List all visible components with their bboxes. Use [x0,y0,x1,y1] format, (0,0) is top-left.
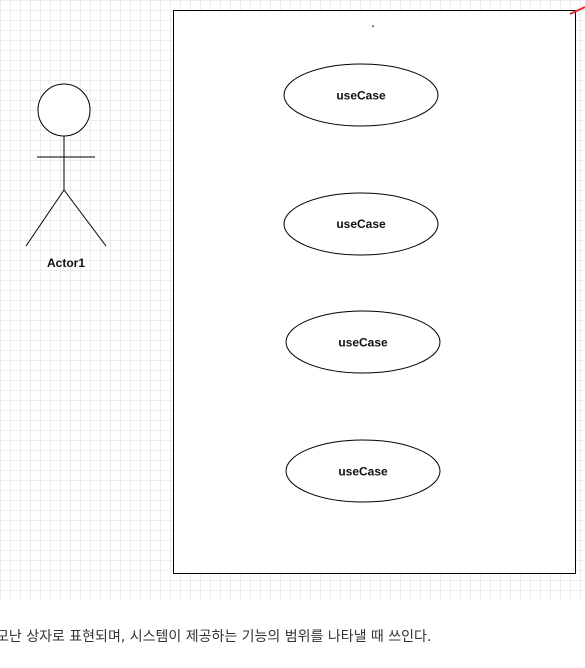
use-case-label: useCase [338,465,388,479]
actor-label: Actor1 [47,256,85,270]
corner-accent [569,6,585,15]
actor-left-leg [25,189,65,247]
system-boundary-marker: . [371,14,375,30]
actor-head [37,83,91,137]
use-case-3[interactable]: useCase [285,310,441,374]
use-case-4[interactable]: useCase [285,439,441,503]
use-case-ellipse [285,439,441,503]
use-case-ellipse [283,63,439,127]
use-case-diagram: Actor1 . useCase useCase useCase [25,6,585,574]
use-case-2[interactable]: useCase [283,192,439,256]
diagram-canvas: Actor1 . useCase useCase useCase [0,0,585,600]
caption-text: 모난 상자로 표현되며, 시스템이 제공하는 기능의 범위를 나타낼 때 쓰인다… [0,629,432,645]
use-case-ellipse [283,192,439,256]
use-case-1[interactable]: useCase [283,63,439,127]
use-case-label: useCase [338,336,388,350]
use-case-label: useCase [336,217,386,231]
use-case-ellipse [285,310,441,374]
use-case-label: useCase [336,89,386,103]
actor[interactable]: Actor1 [25,83,107,270]
actor-right-leg [63,189,107,247]
